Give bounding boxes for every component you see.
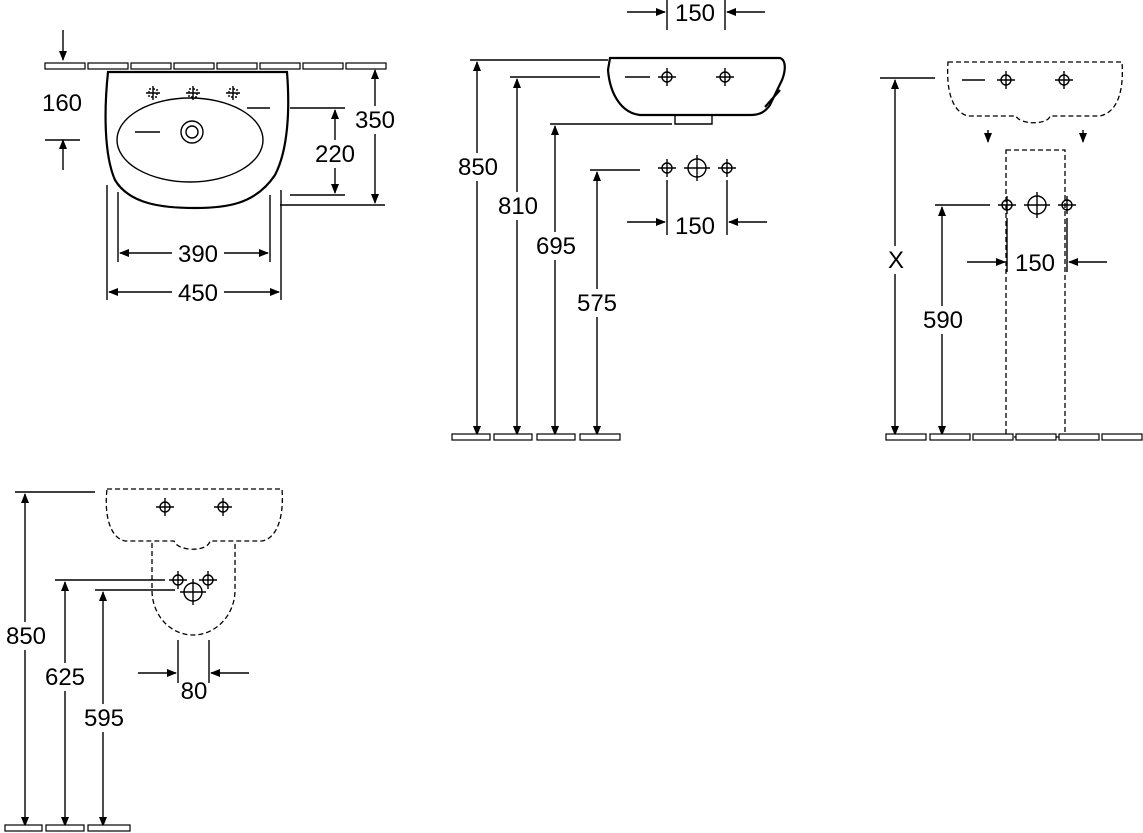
dim-850: 850	[6, 623, 46, 650]
dim-450: 450	[178, 280, 218, 307]
dim-810: 810	[498, 193, 538, 220]
dim-220: 220	[315, 141, 355, 168]
basin-bowl	[116, 97, 264, 183]
dim-150-top: 150	[675, 0, 715, 27]
pedestal-dashed	[1005, 149, 1066, 438]
drain-icon	[180, 120, 204, 144]
dim-625: 625	[45, 664, 85, 691]
basin-dashed	[946, 61, 1124, 124]
basin-dashed	[105, 488, 284, 550]
floor-strip	[885, 433, 1143, 441]
top-view: 160 350 220 390 450	[42, 30, 398, 307]
dim-150-bottom: 150	[675, 213, 715, 240]
wall-strip	[44, 62, 387, 70]
side-view: 150 850 810 695 575 150	[451, 0, 786, 441]
floor-strip	[451, 433, 621, 441]
dim-390: 390	[178, 241, 218, 268]
dim-350: 350	[355, 107, 395, 134]
dim-80: 80	[181, 678, 208, 705]
pedestal-view: X 590 150	[880, 61, 1143, 441]
semi-pedestal-view: 850 625 595 80	[2, 488, 284, 832]
basin-side-outline	[606, 56, 786, 117]
dim-X: X	[888, 247, 904, 274]
dim-595: 595	[84, 705, 124, 732]
dim-575: 575	[577, 290, 617, 317]
dim-695: 695	[536, 233, 576, 260]
basin-outline	[104, 70, 290, 210]
dim-850: 850	[458, 154, 498, 181]
dim-150: 150	[1015, 250, 1055, 277]
dim-590: 590	[923, 307, 963, 334]
floor-strip	[4, 824, 131, 832]
siphon-cover-dashed	[151, 543, 236, 636]
dim-160: 160	[42, 90, 82, 117]
